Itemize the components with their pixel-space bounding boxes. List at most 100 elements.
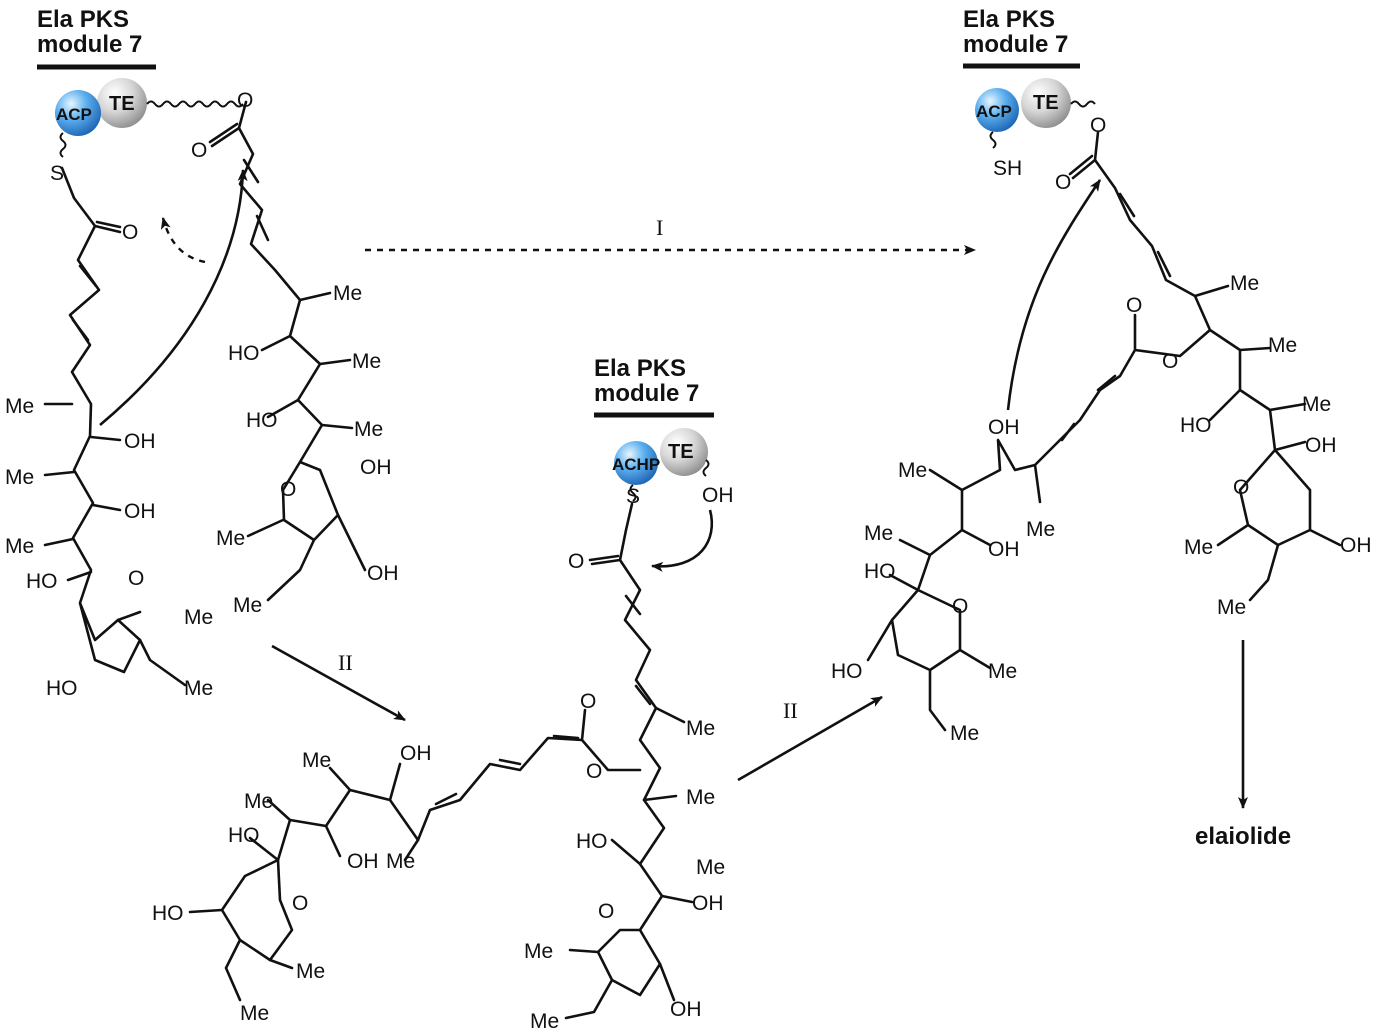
atom-me: Me xyxy=(864,522,893,545)
module-header-subtitle: module 7 xyxy=(37,31,142,58)
atom-o: O xyxy=(580,690,596,713)
wavy-linker xyxy=(989,131,997,149)
module-header-subtitle: module 7 xyxy=(594,380,699,407)
atom-me: Me xyxy=(184,606,213,629)
atom-me: Me xyxy=(302,749,331,772)
te-domain-sphere xyxy=(1021,78,1071,128)
acp-label: ACP xyxy=(56,105,92,124)
structure-a-chain-1 xyxy=(43,166,187,687)
wavy-linker xyxy=(629,484,637,502)
te-domain-sphere xyxy=(97,78,147,128)
atom-me: Me xyxy=(216,527,245,550)
atom-me: Me xyxy=(5,535,34,558)
atom-o: O xyxy=(568,550,584,573)
atom-me: Me xyxy=(386,850,415,873)
atom-o: O xyxy=(1055,171,1071,194)
atom-me: Me xyxy=(1230,272,1259,295)
acp-label: ACHP xyxy=(612,455,660,474)
atom-me: Me xyxy=(1184,536,1213,559)
atom-oh: OH xyxy=(988,538,1020,561)
atom-ho: HO xyxy=(46,677,78,700)
module-header-title: Ela PKS xyxy=(37,6,129,33)
structure-c-labels: O SH O Me O Me O Me HO OH OH Me O Me Me … xyxy=(831,114,1372,745)
step-i-arrow: I xyxy=(365,215,976,255)
atom-ho: HO xyxy=(152,902,184,925)
atom-s: S xyxy=(50,162,64,185)
atom-oh: OH xyxy=(1340,534,1372,557)
step-label: II xyxy=(783,698,798,723)
atom-ho: HO xyxy=(1180,414,1212,437)
step-label: II xyxy=(338,650,353,675)
wavy-linker xyxy=(146,100,244,108)
atom-me: Me xyxy=(1268,334,1297,357)
atom-me: Me xyxy=(1302,393,1331,416)
mechanism-arrow-dashed xyxy=(160,217,206,264)
atom-o: O xyxy=(128,567,144,590)
atom-oh: OH xyxy=(367,562,399,585)
acp-label: ACP xyxy=(976,102,1012,121)
atom-ho: HO xyxy=(576,830,608,853)
atom-s: S xyxy=(626,485,640,508)
te-label: TE xyxy=(109,93,135,115)
atom-o: O xyxy=(1162,350,1178,373)
atom-oh: OH xyxy=(124,500,156,523)
atom-me: Me xyxy=(988,660,1017,683)
atom-o: O xyxy=(280,478,296,501)
atom-me: Me xyxy=(1026,518,1055,541)
enzyme-left: ACP TE xyxy=(55,78,244,158)
atom-ho: HO xyxy=(26,570,58,593)
atom-me: Me xyxy=(354,418,383,441)
acp-domain-sphere xyxy=(614,441,658,485)
atom-me: Me xyxy=(296,960,325,983)
acp-domain-sphere xyxy=(55,90,101,136)
structure-b xyxy=(188,502,694,1020)
atom-me: Me xyxy=(898,459,927,482)
atom-oh: OH xyxy=(1305,434,1337,457)
atom-me: Me xyxy=(244,790,273,813)
reaction-arrow xyxy=(737,695,883,782)
atom-o: O xyxy=(1233,476,1249,499)
atom-o: O xyxy=(598,900,614,923)
module-header-left: Ela PKS module 7 xyxy=(37,6,156,70)
atom-me: Me xyxy=(5,466,34,489)
module-header-right: Ela PKS module 7 xyxy=(963,6,1080,69)
enzyme-right: ACP TE xyxy=(975,78,1096,149)
atom-o: O xyxy=(1126,294,1142,317)
structure-a-chain-2 xyxy=(208,100,367,602)
atom-oh: OH xyxy=(124,430,156,453)
atom-oh: OH xyxy=(702,484,734,507)
wavy-linker xyxy=(59,132,67,158)
atom-oh: OH xyxy=(360,456,392,479)
module-header-center: Ela PKS module 7 xyxy=(594,355,714,418)
atom-o: O xyxy=(237,89,253,112)
atom-me: Me xyxy=(233,594,262,617)
atom-oh: OH xyxy=(670,998,702,1021)
atom-me: Me xyxy=(524,940,553,963)
atom-ho: HO xyxy=(246,409,278,432)
step-label: I xyxy=(656,215,663,240)
structure-a-labels: O O S O Me HO Me Me HO Me OH OH Me O OH … xyxy=(5,89,399,700)
atom-me: Me xyxy=(352,350,381,373)
te-label: TE xyxy=(1033,92,1059,114)
atom-me: Me xyxy=(240,1002,269,1025)
atom-ho: HO xyxy=(864,560,896,583)
atom-me: Me xyxy=(686,786,715,809)
mechanism-arrow xyxy=(1006,179,1102,411)
wavy-linker xyxy=(1070,100,1096,108)
atom-o: O xyxy=(292,892,308,915)
structure-c xyxy=(866,130,1342,732)
step-ii-arrow-2: II xyxy=(737,695,883,782)
acp-domain-sphere xyxy=(975,88,1019,132)
module-header-subtitle: module 7 xyxy=(963,31,1068,58)
atom-me: Me xyxy=(950,722,979,745)
atom-oh: OH xyxy=(988,416,1020,439)
atom-o: O xyxy=(1090,114,1106,137)
mechanism-arrow xyxy=(651,509,714,572)
atom-me: Me xyxy=(184,677,213,700)
structure-b-labels: S OH O O Me OH Me O Me Me HO HO OH Me Me… xyxy=(152,484,734,1033)
atom-o: O xyxy=(952,595,968,618)
te-label: TE xyxy=(668,441,694,463)
atom-o: O xyxy=(586,760,602,783)
mechanism-arrow xyxy=(99,169,248,426)
